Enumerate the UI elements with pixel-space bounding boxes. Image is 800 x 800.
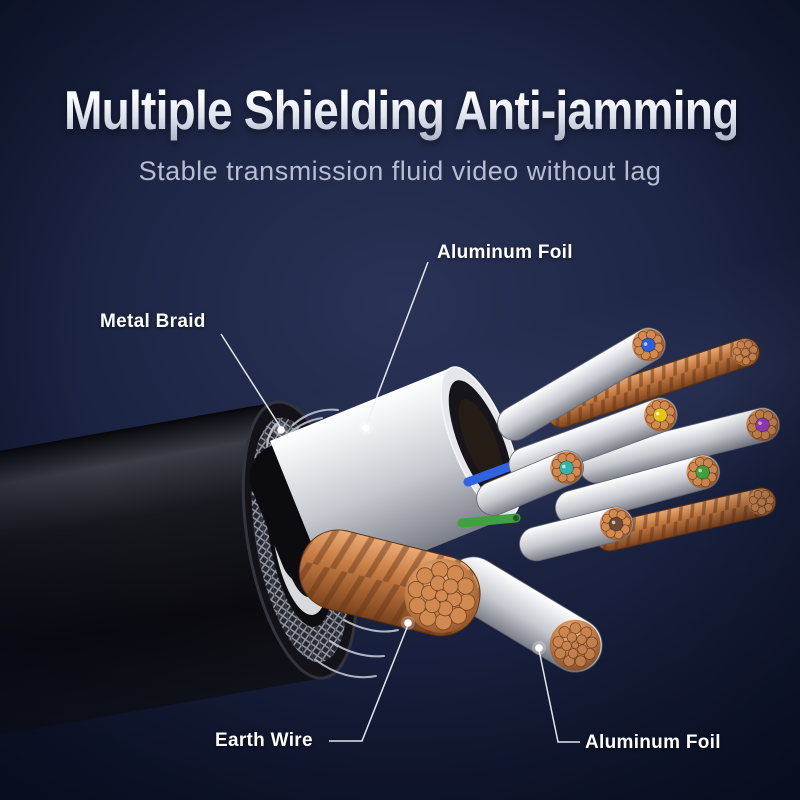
subheadline: Stable transmission fluid video without …: [138, 156, 662, 186]
callout-dot-metal-braid: [277, 426, 285, 434]
headline: Multiple Shielding Anti-jamming: [64, 79, 740, 141]
callout-label-aluminum-foil-top: Aluminum Foil: [437, 242, 573, 263]
leader-lines: [220, 261, 580, 743]
callout-label-metal-braid: Metal Braid: [100, 311, 206, 332]
callout-label-earth-wire: Earth Wire: [215, 730, 313, 751]
leader-line-aluminum-foil-top: [365, 261, 429, 427]
callout-dot-aluminum-foil-top: [362, 424, 370, 432]
callout-label-aluminum-foil-bottom: Aluminum Foil: [585, 732, 721, 753]
leader-line-earth-wire: [329, 624, 409, 742]
leader-line-metal-braid: [220, 333, 282, 429]
callout-dot-aluminum-foil-bottom: [535, 644, 543, 652]
leader-line-aluminum-foil-bottom: [538, 649, 580, 743]
callout-dots: [274, 421, 546, 655]
callout-dot-earth-wire: [404, 619, 412, 627]
